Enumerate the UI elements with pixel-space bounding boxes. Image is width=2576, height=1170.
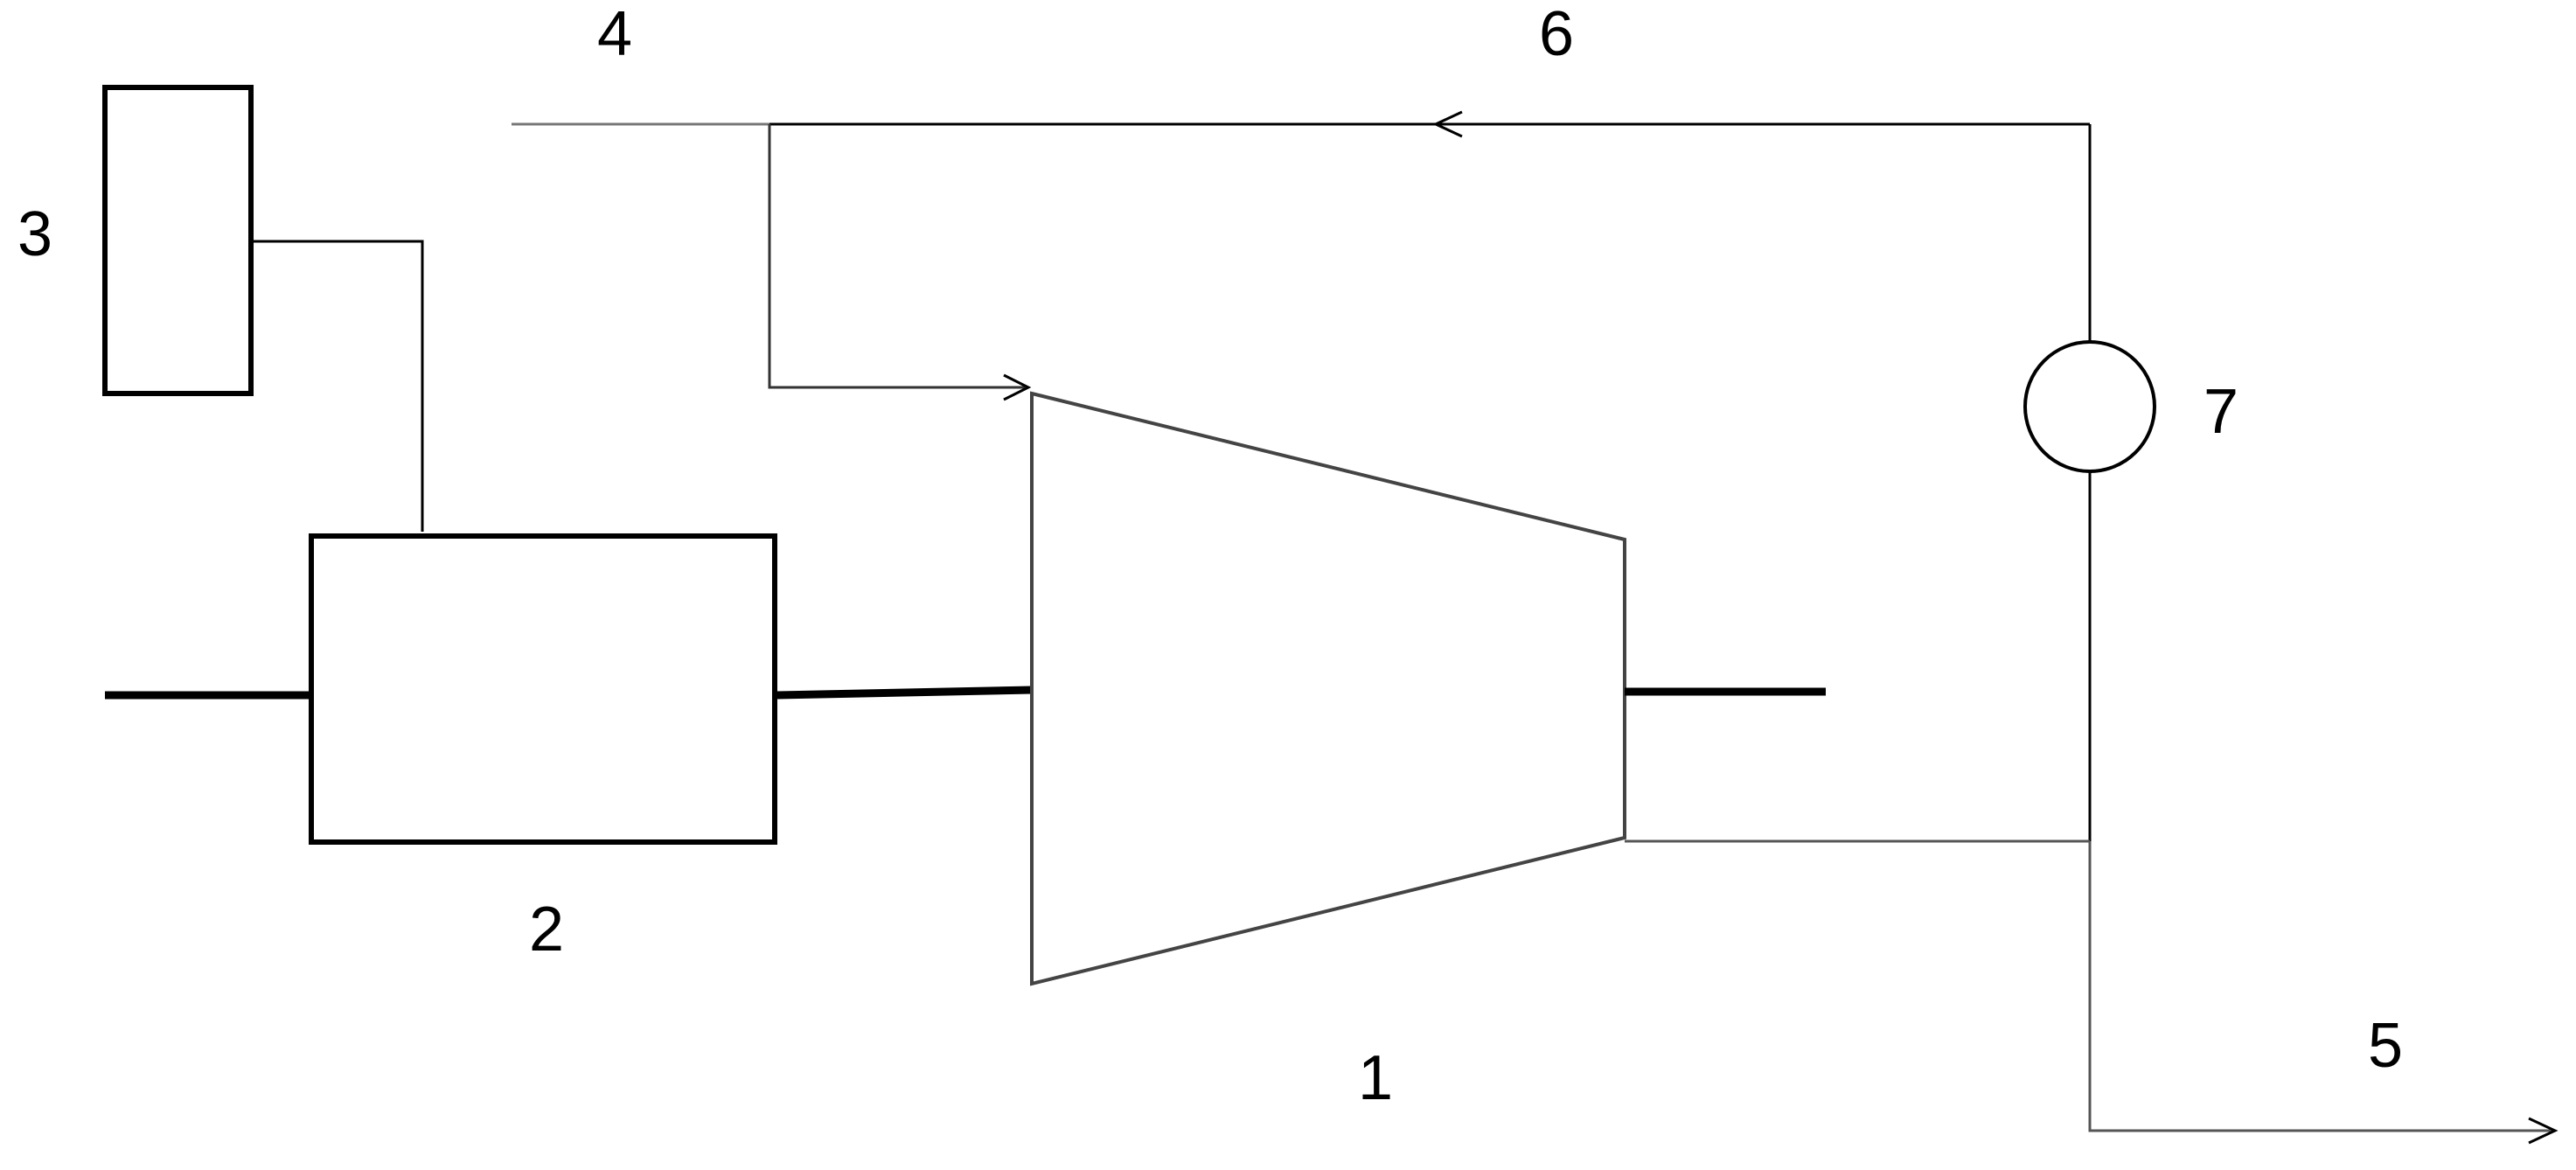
label-valve: 7 bbox=[2204, 377, 2239, 447]
label-outlet: 5 bbox=[2368, 1011, 2404, 1081]
drive-shaft bbox=[774, 686, 1033, 700]
controller-box bbox=[102, 85, 254, 396]
compressor-feed-arrowhead bbox=[1003, 373, 1032, 401]
drive-unit-box bbox=[309, 533, 777, 845]
recirculation-arrowhead bbox=[1432, 110, 1463, 138]
label-inlet: 4 bbox=[597, 0, 633, 69]
controller-to-drive-line bbox=[251, 240, 424, 532]
compressor-body bbox=[1030, 391, 1626, 986]
compressor-feed-line bbox=[768, 124, 1025, 389]
label-controller: 3 bbox=[17, 199, 53, 269]
label-recirculation: 6 bbox=[1539, 0, 1575, 69]
valve-circle bbox=[2023, 340, 2156, 473]
outlet-arrowhead bbox=[2528, 1117, 2559, 1145]
outlet-line bbox=[2088, 841, 2553, 1132]
label-compressor: 1 bbox=[1358, 1043, 1394, 1113]
label-drive-unit: 2 bbox=[529, 895, 565, 965]
